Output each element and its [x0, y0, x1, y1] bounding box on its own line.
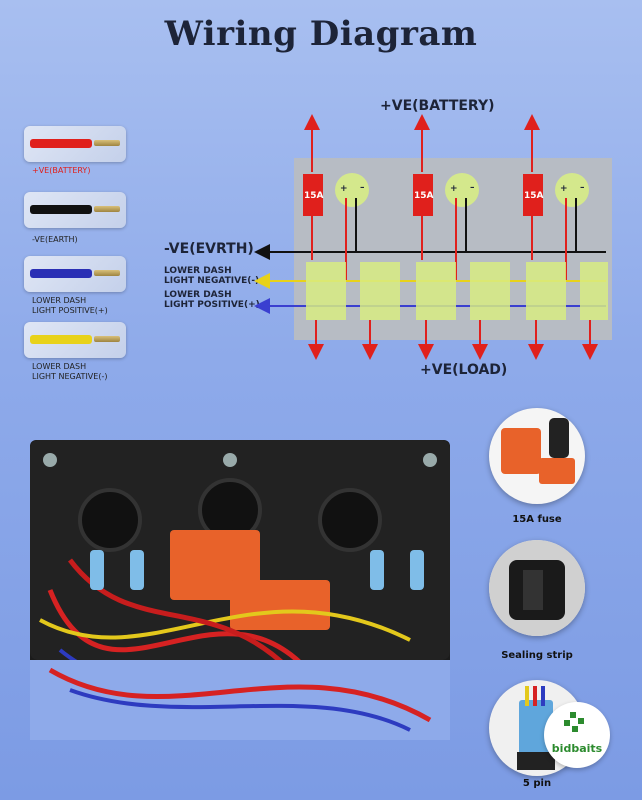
minus-1: – — [360, 183, 365, 193]
legend-card-earth — [24, 192, 126, 228]
terminal-pin-icon — [94, 206, 120, 212]
sealing-strip-icon — [489, 540, 585, 636]
blue-wire-icon — [30, 269, 92, 278]
terminal-pin-icon — [94, 336, 120, 342]
brand-name: bidbaits — [551, 742, 603, 755]
product-photo — [30, 440, 450, 756]
fuse-1-label: 15A — [304, 191, 324, 201]
plus-1: + — [340, 184, 348, 194]
pin-caption: 5 pin — [522, 778, 552, 789]
sealing-caption: Sealing strip — [501, 650, 573, 661]
legend-card-negative — [24, 322, 126, 358]
legend-label-positive: LOWER DASH LIGHT POSITIVE(+) — [32, 296, 108, 315]
switch-column-3 — [523, 114, 608, 360]
sealing-feature — [489, 540, 585, 636]
switch-panel-photo-icon — [30, 440, 450, 756]
neg-line-label: LOWER DASH LIGHT NEGATIVE(-) — [164, 266, 260, 286]
legend-label-battery: +VE(BATTERY) — [32, 166, 91, 175]
legend-card-battery — [24, 126, 126, 162]
battery-label: +VE(BATTERY) — [380, 98, 495, 114]
pos-line-label: LOWER DASH LIGHT POSITIVE(+) — [164, 290, 260, 310]
switch-column-2 — [413, 114, 510, 360]
fuse-caption: 15A fuse — [512, 514, 562, 525]
switch-column-1 — [303, 114, 400, 360]
load-label: +VE(LOAD) — [420, 362, 508, 378]
earth-label: -VE(EVRTH) — [164, 241, 254, 257]
fuse-feature — [489, 408, 585, 504]
plus-2: + — [450, 184, 458, 194]
fuse-3-label: 15A — [524, 191, 544, 201]
legend-card-positive — [24, 256, 126, 292]
minus-3: – — [580, 183, 585, 193]
yellow-wire-icon — [30, 335, 92, 344]
terminal-pin-icon — [94, 140, 120, 146]
fuse-2-label: 15A — [414, 191, 434, 201]
legend-label-earth: -VE(EARTH) — [32, 235, 78, 244]
legend-label-negative: LOWER DASH LIGHT NEGATIVE(-) — [32, 362, 108, 381]
brand-icon — [564, 712, 584, 732]
brand-logo: bidbaits — [544, 702, 610, 768]
black-wire-icon — [30, 205, 92, 214]
red-wire-icon — [30, 139, 92, 148]
pin-feature — [489, 680, 585, 776]
terminal-pin-icon — [94, 270, 120, 276]
page-title: Wiring Diagram — [164, 14, 478, 54]
minus-2: – — [470, 183, 475, 193]
fuse-icon — [501, 418, 575, 484]
plus-3: + — [560, 184, 568, 194]
